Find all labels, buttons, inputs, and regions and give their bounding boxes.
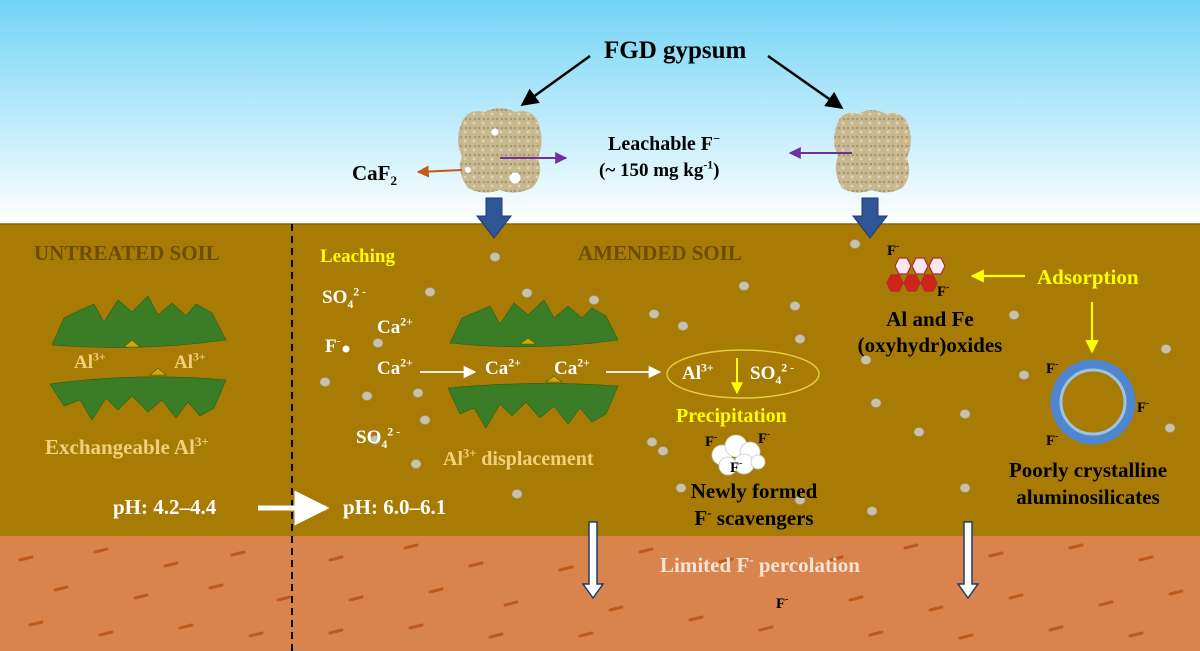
cloud-f-2: F- <box>758 430 771 447</box>
left-al-ion-2: Al3+ <box>174 350 206 373</box>
precipitation-label: Precipitation <box>676 405 787 427</box>
precip-al-ion: Al3+ <box>682 361 714 384</box>
fgd-gypsum-label: FGD gypsum <box>604 37 747 64</box>
leaching-so4-bottom: SO42 - <box>356 425 400 451</box>
caf2-label: CaF2 <box>352 161 398 189</box>
mineral-ca-1: Ca2+ <box>485 356 521 379</box>
oxide-f-2: F- <box>937 283 950 300</box>
limited-percolation-label: Limited F- percolation <box>660 552 860 577</box>
aluminosilicate-ring-inner <box>1059 368 1127 436</box>
oxides-line1: Al and Fe <box>886 307 974 331</box>
blue-down-arrow-left <box>475 197 513 239</box>
sky-background <box>0 0 1200 224</box>
leaching-ca-2: Ca2+ <box>377 356 413 379</box>
amended-soil-title: AMENDED SOIL <box>578 241 742 265</box>
ring-f-1: F- <box>1046 360 1059 377</box>
subsoil-layer <box>0 536 1200 651</box>
ring-f-3: F- <box>1046 432 1059 449</box>
leachable-f-amount: (~ 150 mg kg-1) <box>599 158 720 181</box>
scavengers-line1: Newly formed <box>690 479 818 503</box>
clay-mineral-left <box>49 295 227 421</box>
adsorption-label: Adsorption <box>1037 265 1139 289</box>
mineral-ca-2: Ca2+ <box>554 356 590 379</box>
subsoil-f-label: F- <box>776 595 789 612</box>
clay-mineral-middle <box>447 299 619 429</box>
precipitation-ellipse <box>666 349 820 399</box>
percolation-arrow-right <box>956 521 980 600</box>
soil-particles <box>319 239 1176 516</box>
alumino-line1: Poorly crystalline <box>1008 458 1168 482</box>
aluminosilicate-ring-icon <box>1050 359 1136 445</box>
precip-so4-ion: SO42 - <box>750 361 794 387</box>
percolation-arrow-left <box>581 521 605 600</box>
scavenger-cloud-icon <box>711 434 766 476</box>
leaching-ca-1: Ca2+ <box>377 315 413 338</box>
alumino-line2: aluminosilicates <box>1016 485 1160 509</box>
fluoride-dot <box>342 345 350 353</box>
scavengers-line2: F- scavengers <box>694 505 814 530</box>
left-al-ion-1: Al3+ <box>74 350 106 373</box>
ph-before-label: pH: 4.2–4.4 <box>113 495 217 519</box>
arrow-source-to-left-block <box>520 54 591 107</box>
arrow-caf2 <box>416 165 463 178</box>
leachable-f-label: Leachable F− <box>608 131 721 155</box>
subsoil-dashes <box>18 543 1184 640</box>
ring-f-2: F- <box>1137 399 1150 416</box>
leaching-f: F- <box>325 334 341 357</box>
oxide-f-1: F- <box>887 242 900 259</box>
gypsum-block-left <box>458 108 542 193</box>
blue-down-arrow-right <box>851 197 889 239</box>
ph-after-label: pH: 6.0–6.1 <box>343 495 447 519</box>
gypsum-block-right <box>834 110 911 193</box>
cloud-f-1: F- <box>705 433 718 450</box>
leaching-label: Leaching <box>320 246 395 267</box>
exchangeable-al-label: Exchangeable Al3+ <box>45 434 209 459</box>
leaching-so4-top: SO42 - <box>322 285 366 311</box>
untreated-soil-title: UNTREATED SOIL <box>34 241 220 265</box>
oxide-hexagons-icon <box>886 257 946 292</box>
oxides-line2: (oxyhydr)oxides <box>857 333 1003 357</box>
arrow-source-to-right-block <box>767 54 844 110</box>
cloud-f-3: F- <box>730 459 743 476</box>
al-displacement-label: Al3+ displacement <box>443 446 594 470</box>
